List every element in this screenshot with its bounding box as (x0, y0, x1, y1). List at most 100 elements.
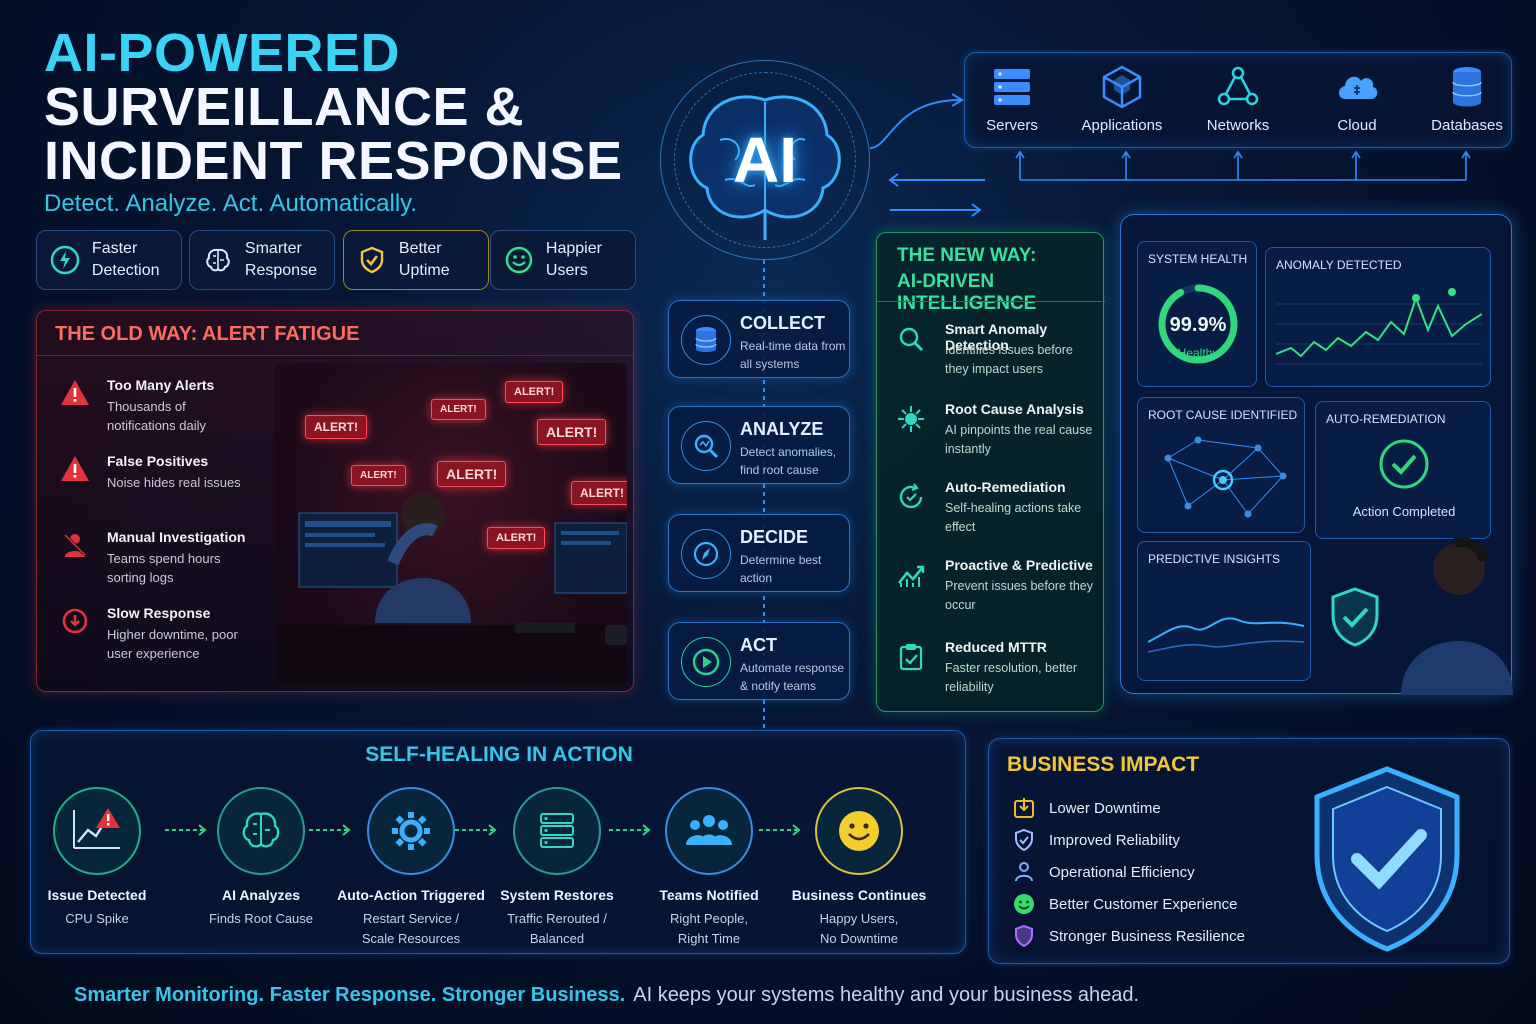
alert-popup: ALERT! (571, 481, 627, 505)
business-impact-panel: BUSINESS IMPACT Lower Downtime Improved … (988, 738, 1510, 964)
systems-bus-lines (1015, 150, 1471, 181)
impact-lower-downtime: Lower Downtime (1011, 795, 1161, 821)
pipeline-step-decide[interactable]: DECIDE Determine best action (668, 514, 850, 592)
card-auto-remediation: AUTO-REMEDIATION Action Completed (1315, 401, 1491, 539)
analyst-illustration (1401, 537, 1513, 695)
card-system-health: SYSTEM HEALTH 99.9% Healthy (1137, 241, 1257, 387)
feature-better-uptime: Better Uptime (343, 230, 489, 290)
ai-brain-hub: AI (660, 60, 870, 260)
pipeline-step-analyze[interactable]: ANALYZE Detect anomalies, find root caus… (668, 406, 850, 484)
brain-icon (217, 787, 305, 875)
pipeline-step-collect[interactable]: COLLECT Real-time data from all systems (668, 300, 850, 378)
footer: Smarter Monitoring. Faster Response. Str… (74, 984, 1139, 1007)
alert-popup: ALERT! (351, 465, 406, 486)
arrow-right-icon (759, 824, 801, 836)
feature-happier-users: Happier Users (490, 230, 636, 290)
bug-icon (895, 403, 927, 435)
system-networks[interactable]: Networks (1188, 63, 1288, 134)
system-cloud[interactable]: Cloud (1307, 63, 1407, 134)
new-way-panel: THE NEW WAY: AI-DRIVEN INTELLIGENCE Smar… (876, 232, 1105, 712)
title-line-2: SURVEILLANCE & (44, 77, 525, 137)
server-icon (988, 63, 1036, 111)
brain-ring (660, 60, 870, 260)
heal-step-teams-notified: Teams Notified Right People, Right Time (629, 787, 789, 949)
smiley-icon (503, 243, 536, 277)
system-applications[interactable]: Applications (1072, 63, 1172, 134)
heal-step-business-continues: Business Continues Happy Users, No Downt… (779, 787, 939, 949)
impact-business-resilience: Stronger Business Resilience (1011, 923, 1245, 949)
warning-icon (59, 377, 91, 409)
system-databases[interactable]: Databases (1417, 63, 1517, 134)
business-impact-title: BUSINESS IMPACT (1007, 753, 1200, 776)
heal-step-ai-analyzes: AI Analyzes Finds Root Cause (181, 787, 341, 929)
shield-check-icon (1011, 827, 1037, 853)
feature-faster-detection: Faster Detection (36, 230, 182, 290)
health-status: Healthy (1177, 346, 1219, 360)
footer-rest: AI keeps your systems healthy and your b… (633, 984, 1140, 1006)
new-way-title: THE NEW WAY: (897, 245, 1037, 266)
refresh-icon (895, 481, 927, 513)
play-icon (681, 637, 731, 687)
alert-popup: ALERT! (431, 399, 486, 420)
smiley-icon (1011, 891, 1037, 917)
people-gear-icon (1011, 859, 1037, 885)
anomaly-sparkline (1276, 288, 1482, 365)
old-way-title: THE OLD WAY: ALERT FATIGUE (55, 323, 360, 345)
self-healing-panel: SELF-HEALING IN ACTION Issue Detected CP… (30, 730, 966, 954)
smiley-icon (815, 787, 903, 875)
cube-icon (1098, 63, 1146, 111)
systems-panel: Servers Applications Networks Cloud Data… (964, 52, 1512, 148)
stressed-operator-illustration (275, 493, 627, 685)
card-predictive-insights: PREDICTIVE INSIGHTS (1137, 541, 1311, 681)
alert-popup: ALERT! (305, 415, 367, 439)
lightning-icon (49, 243, 82, 277)
shield-check-icon (356, 243, 389, 277)
heal-step-issue-detected: Issue Detected CPU Spike (17, 787, 177, 929)
shield-icon (1011, 923, 1037, 949)
compass-icon (681, 529, 731, 579)
system-servers[interactable]: Servers (962, 63, 1062, 134)
divider (877, 301, 1105, 302)
shield-check-icon (1331, 587, 1379, 647)
alert-fatigue-scene: ALERT! ALERT! ALERT! ALERT! ALERT! ALERT… (275, 363, 627, 685)
ai-label: AI (733, 124, 797, 196)
title-line-1: AI-POWERED (44, 23, 400, 83)
heal-step-system-restores: System Restores Traffic Rerouted / Balan… (477, 787, 637, 949)
team-icon (665, 787, 753, 875)
brain-ring (674, 72, 856, 248)
clipboard-check-icon (895, 641, 927, 673)
arrow-right-icon (309, 824, 351, 836)
tagline: Detect. Analyze. Act. Automatically. (44, 190, 418, 217)
predictive-chart (1148, 617, 1304, 653)
arrow-right-icon (165, 824, 207, 836)
footer-strong: Smarter Monitoring. Faster Response. Str… (74, 984, 626, 1006)
magnifier-icon (681, 421, 731, 471)
database-icon (681, 315, 731, 365)
card-root-cause: ROOT CAUSE IDENTIFIED (1137, 397, 1305, 533)
new-way-subtitle: AI-DRIVEN INTELLIGENCE (897, 271, 1037, 314)
alert-popup: ALERT! (487, 527, 546, 549)
divider (37, 355, 635, 356)
old-way-panel: THE OLD WAY: ALERT FATIGUE Too Many Aler… (36, 310, 635, 692)
impact-customer-experience: Better Customer Experience (1011, 891, 1237, 917)
arrow-right-icon (455, 824, 497, 836)
alert-popup: ALERT! (437, 461, 507, 487)
brain-icon (202, 243, 235, 277)
network-icon (1214, 63, 1262, 111)
person-slash-icon (59, 529, 91, 561)
cloud-icon (1333, 63, 1381, 111)
alert-popup: ALERT! (537, 419, 607, 445)
monitoring-dashboard: SYSTEM HEALTH 99.9% Healthy ANOMALY DETE… (1120, 214, 1513, 695)
pipeline-step-act[interactable]: ACT Automate response & notify teams (668, 622, 850, 700)
downtime-icon (1011, 795, 1037, 821)
action-completed: Action Completed (1352, 504, 1456, 519)
alert-popup: ALERT! (505, 381, 564, 403)
self-healing-title: SELF-HEALING IN ACTION (365, 743, 633, 766)
database-icon (1443, 63, 1491, 111)
shield-check-icon (1314, 766, 1460, 952)
title-line-3: INCIDENT RESPONSE (44, 131, 623, 191)
warning-icon (59, 453, 91, 485)
health-gauge (1158, 284, 1238, 364)
brain-icon (689, 95, 841, 240)
clock-down-icon (59, 605, 91, 637)
